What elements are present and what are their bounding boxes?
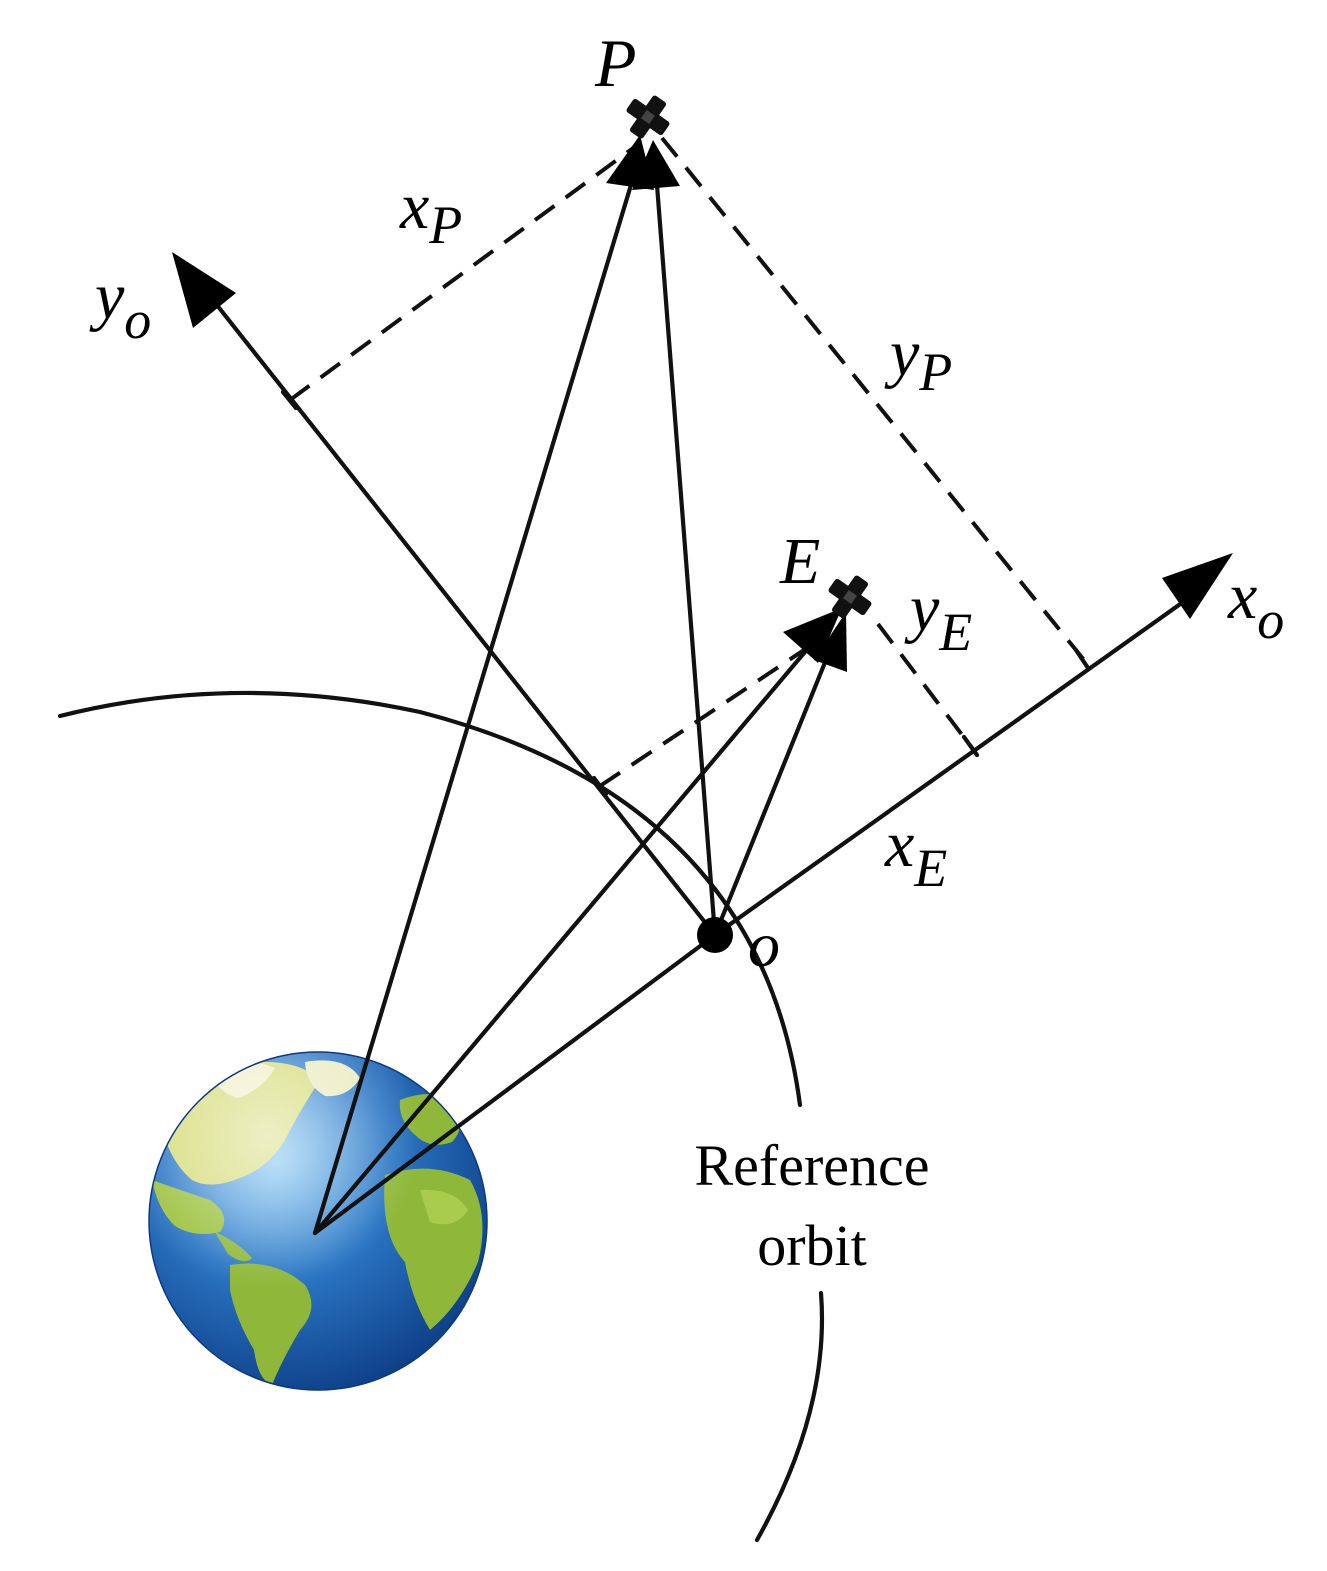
label-y-e-sub: E xyxy=(938,602,972,662)
label-y-e: yE xyxy=(904,572,972,662)
label-x-o-sub: o xyxy=(1257,590,1284,650)
label-x-e-sub: E xyxy=(913,838,947,898)
reference-orbit-arc-lower xyxy=(754,1290,825,1543)
label-e: E xyxy=(779,525,820,598)
earth-to-e-vector xyxy=(312,637,818,1236)
label-x-p-sub: P xyxy=(428,195,462,255)
o-to-p-vector xyxy=(654,182,718,938)
label-origin: o xyxy=(748,909,780,980)
label-y-p: yP xyxy=(884,317,952,402)
label-x-e-base: x xyxy=(884,808,914,881)
label-x-p: xP xyxy=(399,170,462,255)
y-axis-arrowhead xyxy=(172,252,236,328)
tick-y-p xyxy=(1073,647,1091,671)
orbit-caption-line1: Reference xyxy=(694,1133,929,1198)
o-to-p-arrowhead xyxy=(632,140,680,190)
x-axis-arrowhead xyxy=(1162,553,1233,619)
origin-point xyxy=(697,917,733,953)
projection-line-y-e xyxy=(876,622,974,750)
label-y-p-base: y xyxy=(884,317,920,390)
earth-to-e-arrowhead xyxy=(783,608,842,663)
label-x-o: xo xyxy=(1227,560,1284,650)
projection-line-x-p xyxy=(288,141,642,402)
reference-orbit-arc xyxy=(57,690,803,1108)
earth-to-p-vector xyxy=(312,172,637,1236)
label-p: P xyxy=(594,25,637,101)
tick-x-e xyxy=(591,775,609,797)
label-y-o: yo xyxy=(89,260,151,350)
label-y-o-sub: o xyxy=(124,290,151,350)
o-to-e-vector xyxy=(712,647,833,938)
o-to-e-arrowhead xyxy=(814,612,847,672)
label-y-e-base: y xyxy=(904,572,940,645)
label-x-e: xE xyxy=(884,808,947,898)
satellite-e-icon xyxy=(828,575,872,619)
tick-x-p xyxy=(280,389,299,411)
label-x-o-base: x xyxy=(1227,560,1257,633)
x-axis-line xyxy=(712,587,1203,938)
y-axis-line xyxy=(202,287,718,938)
label-x-p-base: x xyxy=(399,170,429,243)
projection-line-y-p xyxy=(660,136,1086,662)
orbit-caption-line2: orbit xyxy=(757,1213,867,1278)
earth-to-o-vector xyxy=(312,932,718,1236)
label-y-p-sub: P xyxy=(918,342,952,402)
label-y-o-base: y xyxy=(89,260,125,333)
satellite-p-icon xyxy=(626,95,670,139)
tick-y-e xyxy=(961,734,980,758)
projection-line-x-e xyxy=(598,636,824,788)
